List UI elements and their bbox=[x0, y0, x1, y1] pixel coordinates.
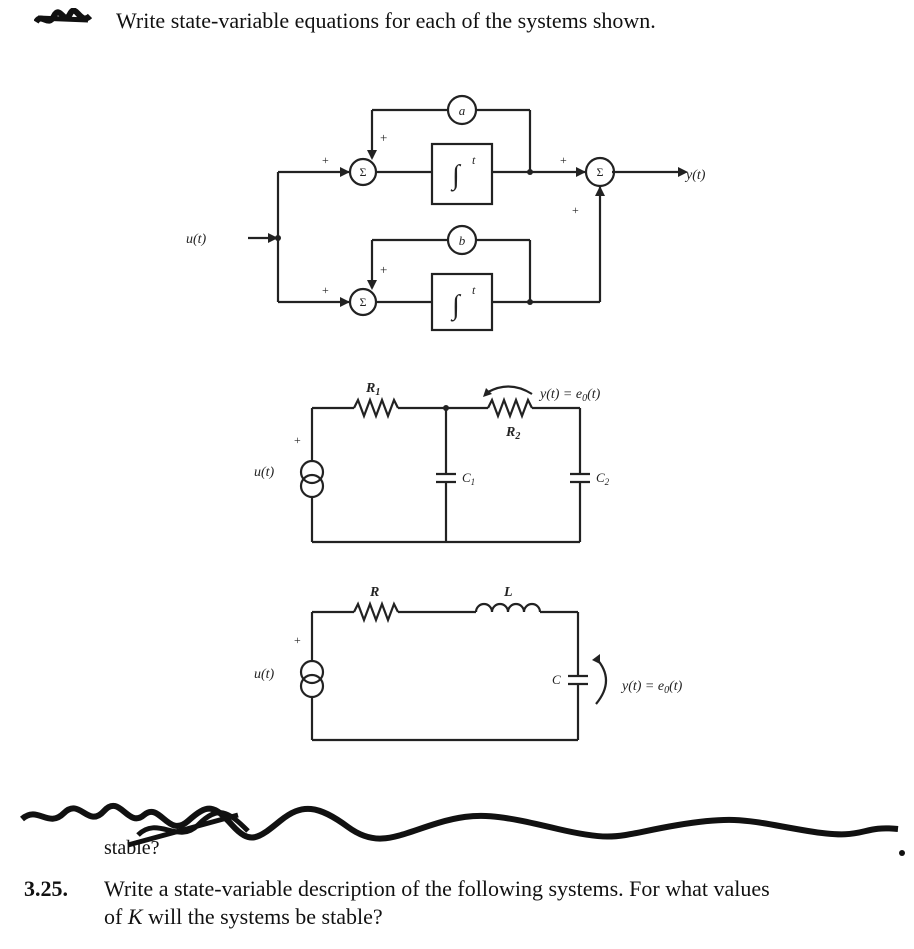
integrator-bottom: ∫ bbox=[450, 290, 462, 322]
output-label: y(t) = e0(t) bbox=[620, 679, 683, 696]
plus-out-bottom: + bbox=[572, 203, 579, 217]
problem-number: 3.25. bbox=[24, 876, 68, 901]
scribbled-question: stable? bbox=[18, 795, 908, 865]
circuit-rlc: R L C + u(t) y(t) = e0(t) bbox=[254, 585, 683, 742]
c1-label: C1 bbox=[462, 470, 475, 487]
output-label: y(t) = e0(t) bbox=[538, 387, 601, 404]
scribble-mark bbox=[33, 7, 93, 24]
c-label: C bbox=[552, 672, 561, 687]
r-label: R bbox=[369, 585, 379, 600]
c2-label: C2 bbox=[596, 470, 610, 487]
sum-symbol-top: Σ bbox=[360, 165, 367, 179]
sum-symbol-bottom: Σ bbox=[360, 295, 367, 309]
scribble-mark bbox=[20, 802, 905, 856]
plus-bottom-input: + bbox=[322, 283, 329, 297]
source-plus: + bbox=[294, 433, 301, 447]
circuit-two-capacitor: R1 R2 C1 C2 + u(t) y(t) = e0(t) bbox=[254, 381, 610, 544]
scribbled-problem-number bbox=[33, 7, 93, 30]
problem-325-line2: of K will the systems be stable? bbox=[104, 904, 383, 929]
scribbled-fragment: stable? bbox=[104, 837, 160, 859]
r2-label: R2 bbox=[505, 425, 520, 442]
block-diagram: a b Σ Σ Σ ∫ t ∫ t + + + + + + u(t) y(t) bbox=[186, 94, 706, 332]
plus-bottom-feedback: + bbox=[380, 262, 387, 277]
integrator-top-limit: t bbox=[472, 153, 476, 167]
gain-a-label: a bbox=[459, 103, 466, 118]
l-label: L bbox=[503, 585, 513, 600]
integrator-bottom-limit: t bbox=[472, 283, 476, 297]
source-label: u(t) bbox=[254, 667, 275, 682]
source-plus: + bbox=[294, 633, 301, 647]
plus-out-top: + bbox=[560, 153, 567, 167]
plus-top-feedback: + bbox=[380, 130, 387, 145]
output-label: y(t) bbox=[684, 168, 706, 183]
sum-symbol-output: Σ bbox=[597, 165, 604, 179]
gain-b-label: b bbox=[459, 233, 466, 248]
integrator-top: ∫ bbox=[450, 160, 462, 192]
source-label: u(t) bbox=[254, 465, 275, 480]
plus-top-input: + bbox=[322, 153, 329, 167]
r1-label: R1 bbox=[365, 381, 380, 398]
problem-325-line1: Write a state-variable description of th… bbox=[104, 876, 770, 901]
problem-statement: Write state-variable equations for each … bbox=[116, 8, 656, 33]
input-label: u(t) bbox=[186, 232, 207, 247]
